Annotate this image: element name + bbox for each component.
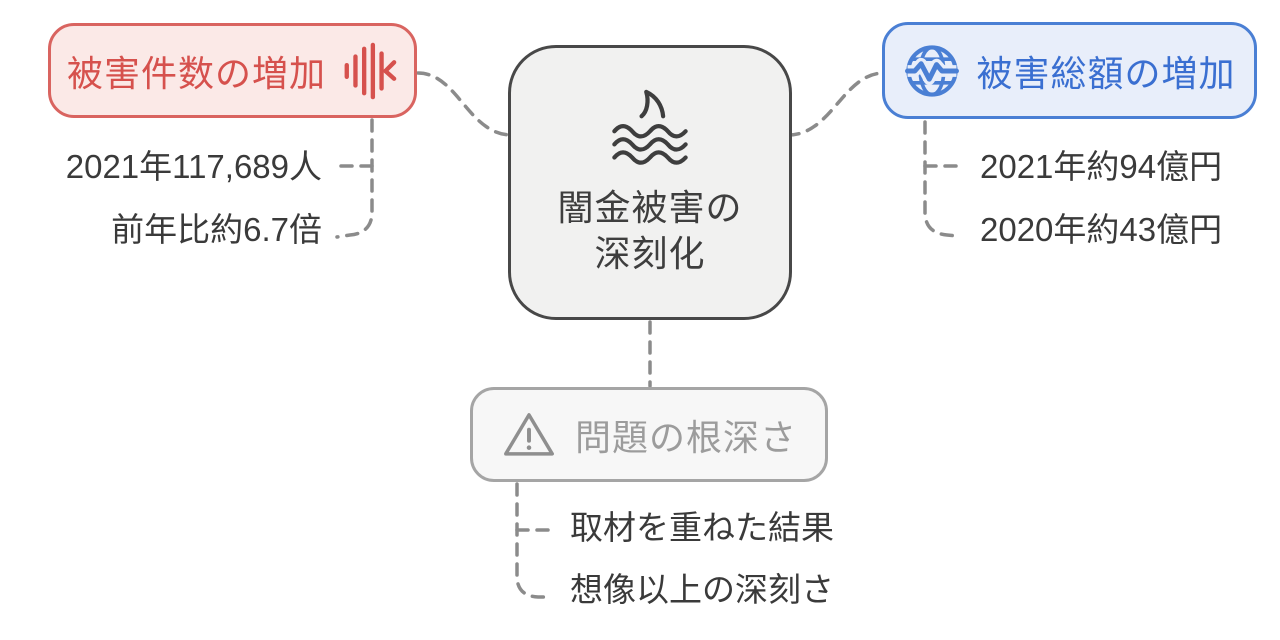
blue-node-title: 被害総額の増加 — [976, 52, 1236, 94]
node-victim-count-increase: 被害件数の増加 — [48, 23, 417, 118]
right-branch-item-1: 2021年約94億円 — [980, 148, 1223, 185]
red-node-title: 被害件数の増加 — [66, 52, 326, 94]
connector-red-to-center — [416, 71, 514, 137]
bottom-branch-item-2: 想像以上の深刻さ — [570, 571, 834, 608]
globe-pulse-icon — [903, 42, 961, 100]
center-node-title: 闇金被害の 深刻化 — [557, 185, 742, 277]
node-yamikin-damage-central: 闇金被害の 深刻化 — [508, 45, 792, 320]
node-problem-depth: 問題の根深さ — [470, 387, 828, 482]
gray-node-title: 問題の根深さ — [574, 416, 797, 458]
connector-center-to-blue — [786, 71, 886, 137]
center-title-line1: 闇金被害の — [557, 186, 743, 228]
bottom-branch-item-1: 取材を重ねた結果 — [570, 509, 834, 546]
connector-blue-branch-stem — [923, 120, 959, 238]
left-branch-item-1: 2021年117,689人 — [65, 148, 322, 185]
connector-red-branch-stem — [335, 118, 374, 239]
shark-fin-waves-icon — [605, 88, 695, 167]
right-branch-item-2: 2020年約43億円 — [980, 211, 1223, 248]
node-damage-total-increase: 被害総額の増加 — [882, 22, 1257, 119]
audio-waveform-icon — [340, 42, 398, 100]
connector-bottom-branch-stem — [515, 482, 553, 599]
left-branch-item-2: 前年比約6.7倍 — [111, 211, 322, 248]
warning-triangle-icon — [501, 407, 557, 463]
center-title-line2: 深刻化 — [594, 233, 706, 274]
